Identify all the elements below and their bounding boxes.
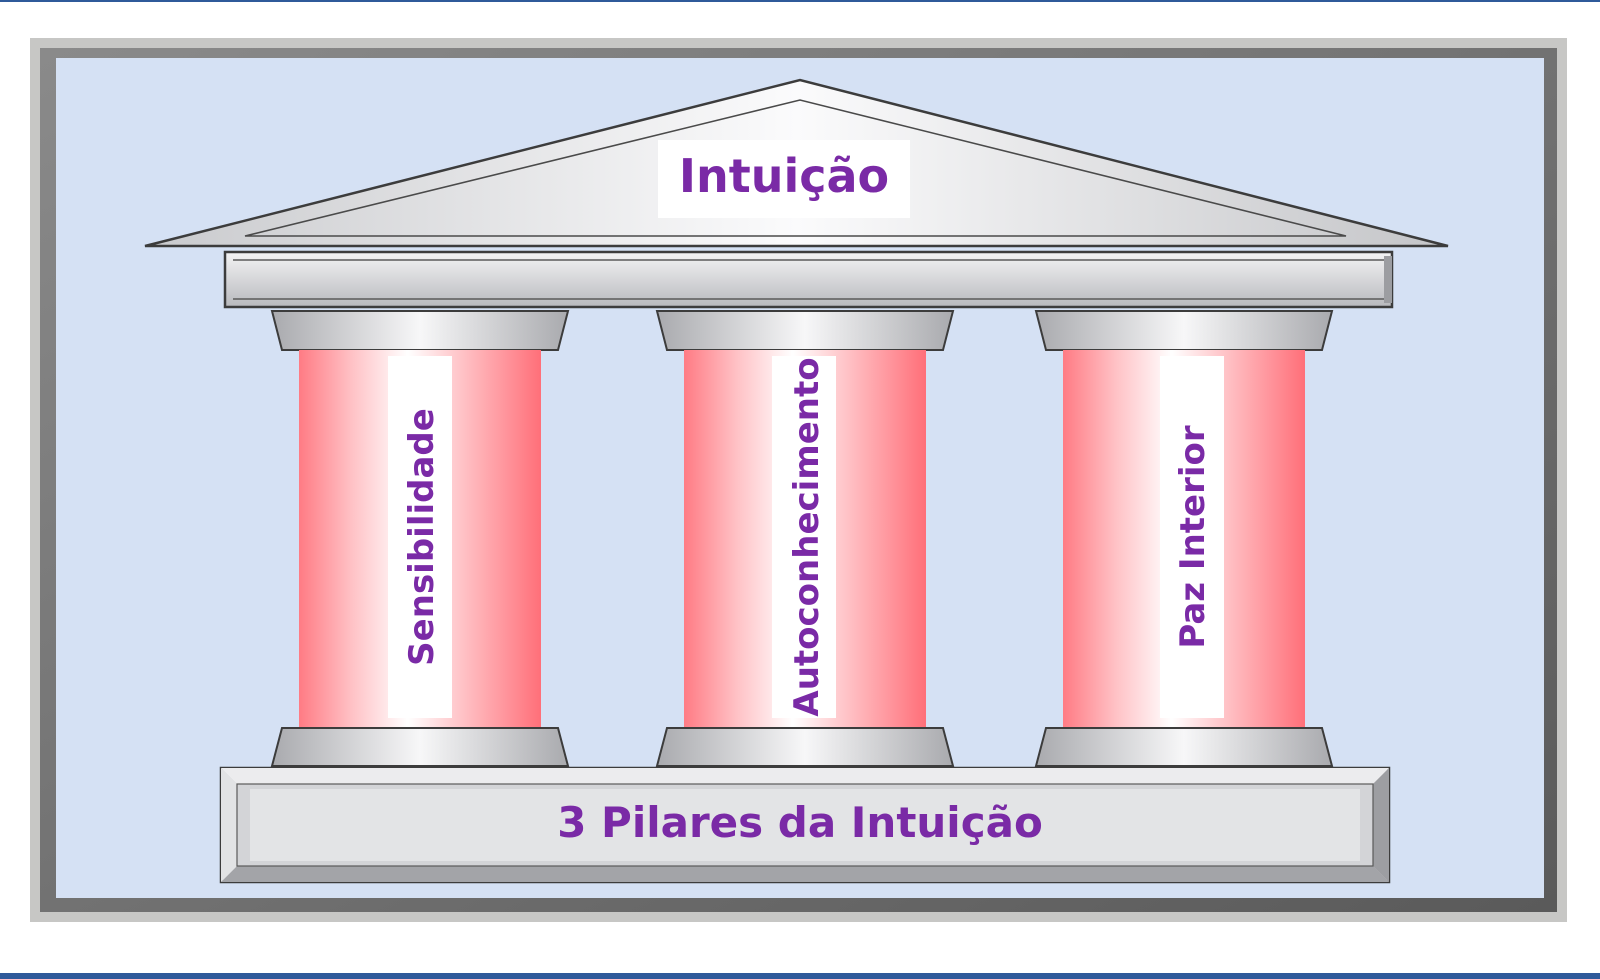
pillar-3: Paz Interior xyxy=(1034,310,1334,767)
base: 3 Pilares da Intuição xyxy=(219,766,1391,884)
pillar-capital xyxy=(655,310,955,351)
pillar-base xyxy=(1034,727,1334,767)
base-label: 3 Pilares da Intuição xyxy=(557,798,1043,847)
pillar-label: Paz Interior xyxy=(1173,425,1213,649)
pillar-label-box xyxy=(388,356,452,718)
pillar-capital xyxy=(1034,310,1334,351)
roof-label: Intuição xyxy=(679,149,889,203)
pillar-label: Autoconhecimento xyxy=(787,357,827,716)
pediment-inner-line xyxy=(244,99,1347,237)
roof: Intuição xyxy=(144,78,1449,248)
pillar-label-box xyxy=(1160,356,1224,718)
pillar-2: Autoconhecimento xyxy=(655,310,955,767)
pillar-label: Sensibilidade xyxy=(402,408,442,666)
pillar-base xyxy=(270,727,570,767)
pillar-label-box xyxy=(772,356,836,718)
roof-label-box xyxy=(658,140,910,218)
entablature xyxy=(223,250,1394,309)
pillar-base xyxy=(655,727,955,767)
pillar-1: Sensibilidade xyxy=(270,310,570,767)
top-edge-line xyxy=(0,0,1600,2)
pillar-capital xyxy=(270,310,570,351)
bottom-bar xyxy=(0,973,1600,979)
